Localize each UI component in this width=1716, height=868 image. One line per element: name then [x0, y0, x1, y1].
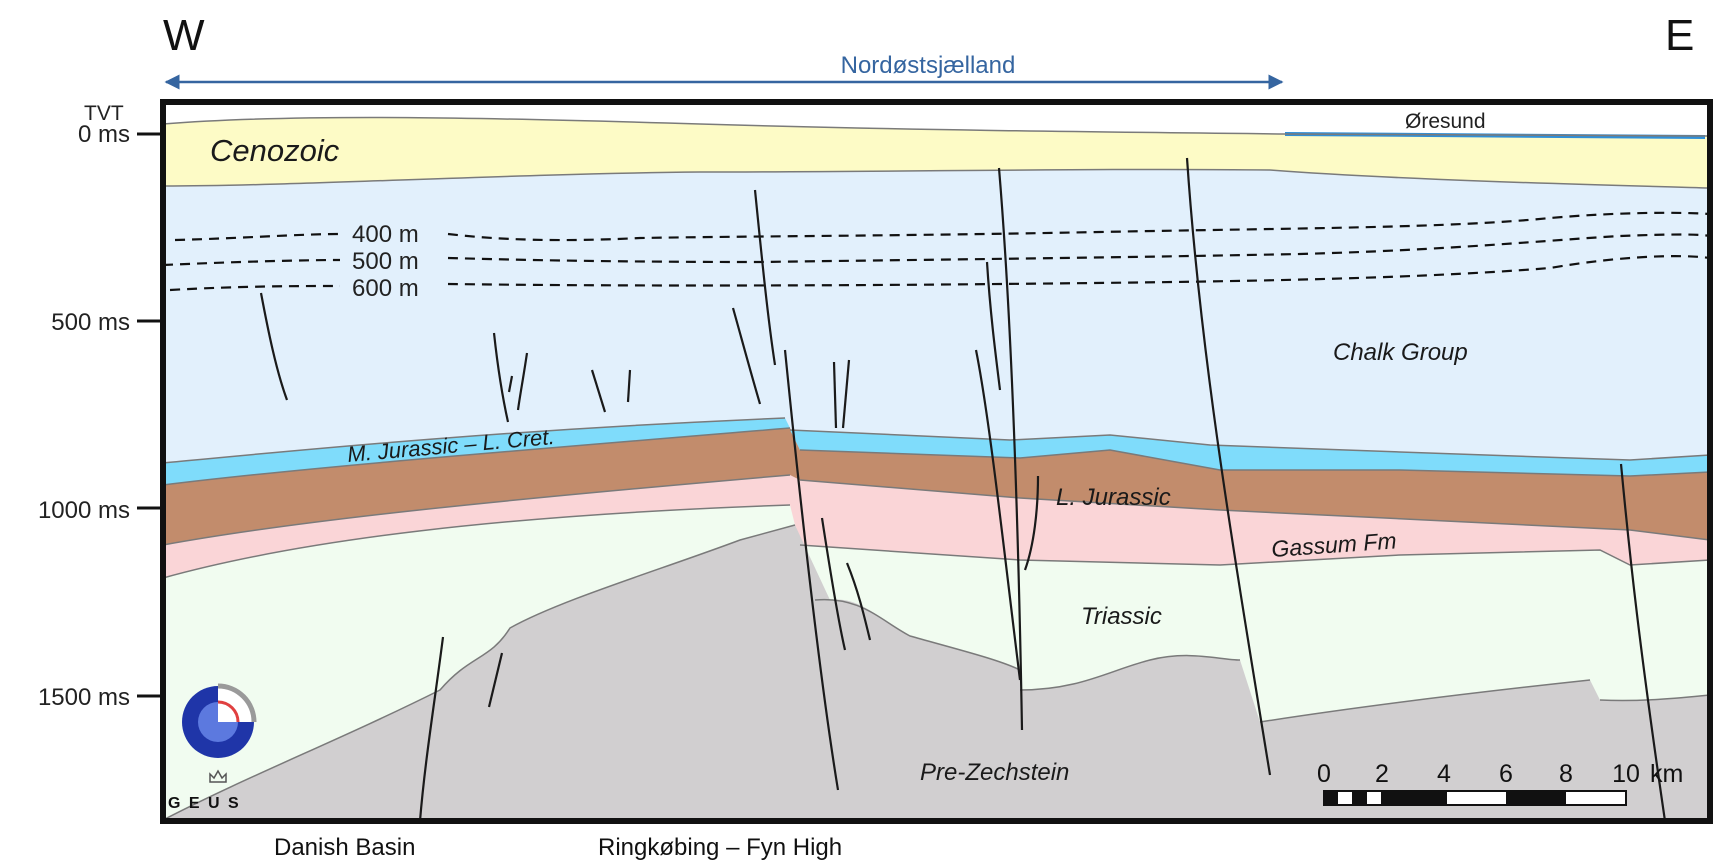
tick-500ms: 500 ms: [51, 309, 130, 336]
region-label: Nordøstsjælland: [841, 52, 1016, 79]
tick-1000ms: 1000 ms: [38, 497, 130, 524]
l-jurassic-layer: [163, 428, 1710, 545]
scale-label-0: 0: [1317, 760, 1331, 788]
cenozoic-top: [163, 102, 1710, 136]
geus-logo: G E U S: [168, 683, 257, 812]
scale-label-4: 4: [1437, 760, 1451, 788]
scale-label-2: 2: [1375, 760, 1389, 788]
pre-zechstein-layer: [163, 525, 1710, 821]
scale-bar: 0 2 4 6 8 10 km: [1317, 760, 1683, 806]
scale-unit: km: [1650, 760, 1683, 788]
crown-icon: [209, 769, 227, 783]
cenozoic-label: Cenozoic: [210, 133, 340, 168]
danish-basin-label: Danish Basin: [274, 834, 415, 861]
axis-unit: TVT: [84, 102, 124, 125]
east-label: E: [1665, 11, 1694, 60]
depth-label-500: 500 m: [352, 248, 419, 275]
scale-label-6: 6: [1499, 760, 1513, 788]
geus-text: G E U S: [168, 795, 241, 812]
tick-0ms: 0 ms: [78, 121, 130, 148]
depth-label-600: 600 m: [352, 275, 419, 302]
gassum-layer: [163, 475, 1710, 578]
tick-1500ms: 1500 ms: [38, 684, 130, 711]
ringkobing-label: Ringkøbing – Fyn High: [598, 834, 842, 861]
scale-label-8: 8: [1559, 760, 1573, 788]
m-jurassic-layer-east: [790, 430, 1710, 476]
depth-label-400: 400 m: [352, 221, 419, 248]
l-jurassic-label: L. Jurassic: [1056, 484, 1171, 511]
pre-zechstein-label: Pre-Zechstein: [920, 759, 1069, 786]
triassic-label: Triassic: [1081, 603, 1162, 630]
west-label: W: [163, 11, 205, 60]
faults: [259, 157, 1667, 821]
depth-line-400: [174, 211, 1710, 242]
section-frame: [160, 99, 1713, 824]
m-jurassic-layer: [163, 418, 790, 485]
time-axis: TVT 0 ms 500 ms 1000 ms 1500 ms: [38, 102, 163, 711]
scale-label-10: 10: [1612, 760, 1640, 788]
oresund-label: Øresund: [1405, 110, 1486, 133]
depth-line-600: [169, 255, 1710, 292]
chalk-group-label: Chalk Group: [1333, 339, 1468, 366]
depth-line-500: [163, 233, 1710, 267]
geology-layers: [163, 102, 1710, 821]
